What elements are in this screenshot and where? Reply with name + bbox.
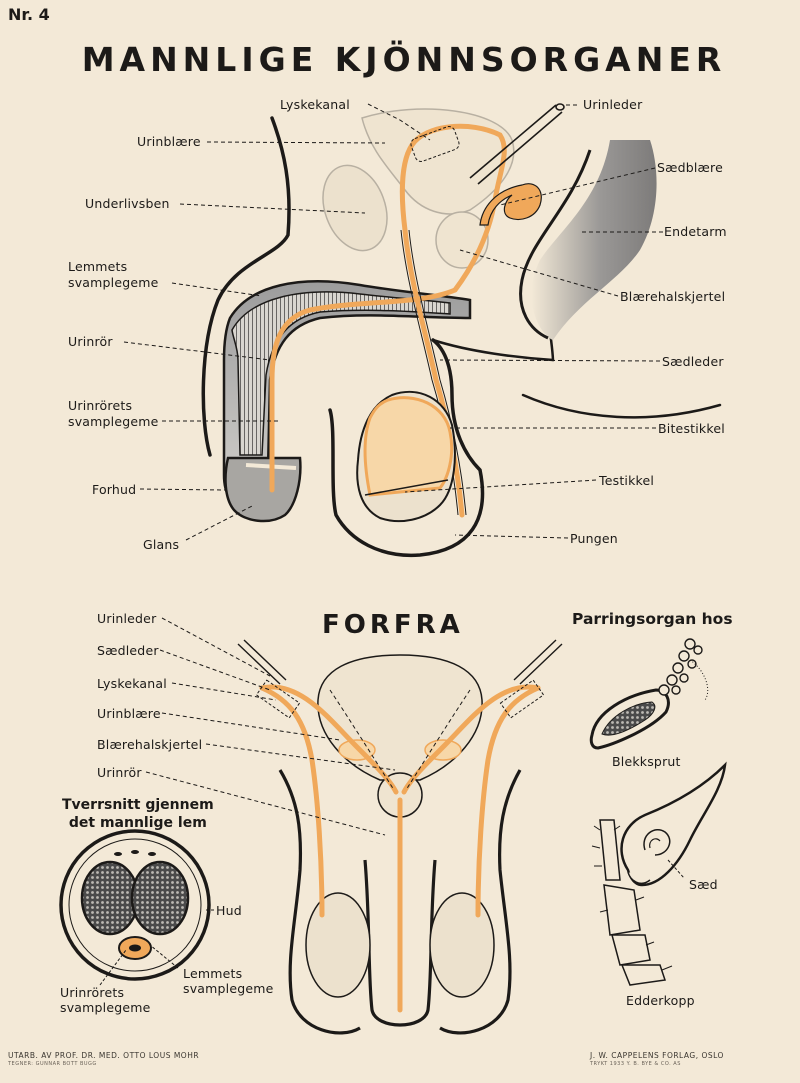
cross-label-urinrorets-2: svamplegeme bbox=[60, 1000, 151, 1015]
front-label-urinblaere: Urinblære bbox=[97, 706, 161, 721]
label-saedleder: Sædleder bbox=[662, 354, 724, 369]
spider-organ bbox=[592, 765, 725, 985]
cross-label-lemmets-2: svamplegeme bbox=[183, 981, 274, 996]
label-urinleder: Urinleder bbox=[583, 97, 642, 112]
footer-illustrator: TEGNER: GUNNAR BOTT BUGG bbox=[8, 1060, 199, 1069]
cross-label-lemmets-1: Lemmets bbox=[183, 966, 242, 981]
bladder-shape bbox=[362, 109, 514, 214]
label-testikkel: Testikkel bbox=[599, 473, 654, 488]
front-testicle-right bbox=[430, 893, 494, 997]
front-testicle-left bbox=[306, 893, 370, 997]
front-label-urinleder: Urinleder bbox=[97, 611, 156, 626]
poster-title: MANNLIGE KJÖNNSORGANER bbox=[64, 40, 744, 79]
mating-label-saed: Sæd bbox=[689, 877, 718, 892]
label-urinrorets-2: svamplegeme bbox=[68, 414, 159, 429]
squid-organ bbox=[591, 639, 707, 748]
label-endetarm: Endetarm bbox=[664, 224, 727, 239]
cross-section-diagram bbox=[61, 831, 214, 985]
front-view-heading: FORFRA bbox=[322, 610, 464, 640]
label-urinrorets-1: Urinrörets bbox=[68, 398, 132, 413]
footer-publisher: J. W. CAPPELENS FORLAG, OSLO bbox=[590, 1051, 724, 1060]
label-lemmets-1: Lemmets bbox=[68, 259, 127, 274]
footer-left: UTARB. AV PROF. DR. MED. OTTO LOUS MOHR … bbox=[8, 1051, 199, 1069]
front-label-urinror: Urinrör bbox=[97, 765, 142, 780]
poster-number: Nr. 4 bbox=[8, 5, 50, 24]
epididymis-side bbox=[365, 398, 452, 495]
front-label-saedleder: Sædleder bbox=[97, 643, 159, 658]
footer-printer: TRYKT 1933 Y. B. BYE & CO. AS bbox=[590, 1060, 724, 1069]
front-label-lyskekanal: Lyskekanal bbox=[97, 676, 167, 691]
label-lemmets-2: svamplegeme bbox=[68, 275, 159, 290]
footer-right: J. W. CAPPELENS FORLAG, OSLO TRYKT 1933 … bbox=[590, 1051, 724, 1069]
label-glans: Glans bbox=[143, 537, 179, 552]
front-bladder bbox=[318, 655, 482, 780]
label-pungen: Pungen bbox=[570, 531, 618, 546]
label-underlivsben: Underlivsben bbox=[85, 196, 170, 211]
footer-author: UTARB. AV PROF. DR. MED. OTTO LOUS MOHR bbox=[8, 1051, 199, 1060]
mating-label-blekksprut: Blekksprut bbox=[612, 754, 681, 769]
label-lyskekanal: Lyskekanal bbox=[280, 97, 350, 112]
front-label-blaerehalskjertel: Blærehalskjertel bbox=[97, 737, 202, 752]
label-urinblaere: Urinblære bbox=[137, 134, 201, 149]
pubic-bone-shape bbox=[312, 156, 398, 259]
label-urinror: Urinrör bbox=[68, 334, 113, 349]
cross-section-heading-line-1: Tverrsnitt gjennem bbox=[62, 796, 214, 814]
cross-label-urinrorets-1: Urinrörets bbox=[60, 985, 124, 1000]
cross-label-hud: Hud bbox=[216, 903, 242, 918]
label-blaerehalskjertel: Blærehalskjertel bbox=[620, 289, 725, 304]
label-bitestikkel: Bitestikkel bbox=[658, 421, 725, 436]
mating-organs-heading: Parringsorgan hos bbox=[572, 610, 733, 628]
rectum-shape bbox=[532, 140, 657, 340]
label-forhud: Forhud bbox=[92, 482, 136, 497]
label-saedblaere: Sædblære bbox=[657, 160, 723, 175]
mating-label-edderkopp: Edderkopp bbox=[626, 993, 695, 1008]
cross-section-heading-line-2: det mannlige lem bbox=[62, 814, 214, 832]
cross-section-heading: Tverrsnitt gjennem det mannlige lem bbox=[62, 796, 214, 832]
